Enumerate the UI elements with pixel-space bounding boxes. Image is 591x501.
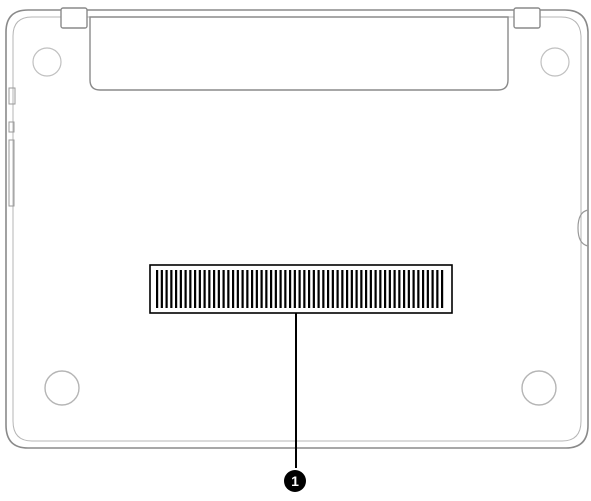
right-hinge [513, 7, 541, 29]
vent-slot [441, 270, 444, 308]
vent-slot [156, 270, 159, 308]
vent-slot [213, 270, 216, 308]
vent-slot [170, 270, 173, 308]
vent-slot [189, 270, 192, 308]
vent-slot [246, 270, 249, 308]
left-hinge [60, 7, 88, 29]
vent-slot [308, 270, 311, 308]
vent-slot [341, 270, 344, 308]
vent-slot [388, 270, 391, 308]
vent-slot [312, 270, 315, 308]
vent-slot [403, 270, 406, 308]
vent-slot [436, 270, 439, 308]
laptop-chassis-outline [5, 9, 589, 449]
vent-slot [289, 270, 292, 308]
vent-slot [369, 270, 372, 308]
vent-slot [284, 270, 287, 308]
vent-slot [336, 270, 339, 308]
vent-slot [279, 270, 282, 308]
vent-slot [322, 270, 325, 308]
vent-slot [417, 270, 420, 308]
rubber-foot-bottom-right [521, 370, 557, 406]
vent-slot [222, 270, 225, 308]
vent-slot [426, 270, 429, 308]
vent-slot [422, 270, 425, 308]
vent [149, 264, 453, 314]
vent-slots [156, 270, 444, 308]
vent-slot [251, 270, 254, 308]
rubber-foot-top-left [32, 47, 62, 77]
vent-slot [317, 270, 320, 308]
vent-slot [379, 270, 382, 308]
left-side-port-2 [8, 121, 15, 133]
vent-slot [355, 270, 358, 308]
vent-slot [165, 270, 168, 308]
vent-slot [217, 270, 220, 308]
vent-slot [198, 270, 201, 308]
vent-slot [346, 270, 349, 308]
vent-slot [227, 270, 230, 308]
vent-slot [160, 270, 163, 308]
callout-1: 1 [284, 470, 306, 492]
vent-slot [365, 270, 368, 308]
vent-slot [232, 270, 235, 308]
vent-slot [374, 270, 377, 308]
vent-slot [407, 270, 410, 308]
vent-slot [293, 270, 296, 308]
vent-slot [208, 270, 211, 308]
vent-slot [274, 270, 277, 308]
vent-slot [241, 270, 244, 308]
left-side-port-3 [8, 139, 15, 207]
vent-slot [175, 270, 178, 308]
vent-slot [303, 270, 306, 308]
vent-slot [327, 270, 330, 308]
left-side-port-1 [8, 87, 16, 105]
vent-slot [270, 270, 273, 308]
vent-slot [393, 270, 396, 308]
vent-slot [412, 270, 415, 308]
service-door-panel [89, 16, 509, 91]
vent-slot [265, 270, 268, 308]
vent-slot [384, 270, 387, 308]
callout-bubble [284, 470, 306, 492]
vent-slot [350, 270, 353, 308]
vent-slot [431, 270, 434, 308]
callout-number: 1 [291, 473, 299, 489]
vent-slot [260, 270, 263, 308]
vent-slot [298, 270, 301, 308]
vent-slot [255, 270, 258, 308]
rubber-foot-top-right [540, 47, 570, 77]
vent-slot [398, 270, 401, 308]
vent-slot [184, 270, 187, 308]
laptop-chassis-inner-outline [12, 16, 582, 442]
right-side-latch [577, 209, 589, 247]
vent-slot [203, 270, 206, 308]
rubber-foot-bottom-left [44, 370, 80, 406]
vent-slot [179, 270, 182, 308]
vent-slot [360, 270, 363, 308]
vent-slot [236, 270, 239, 308]
vent-slot [331, 270, 334, 308]
vent-slot [194, 270, 197, 308]
